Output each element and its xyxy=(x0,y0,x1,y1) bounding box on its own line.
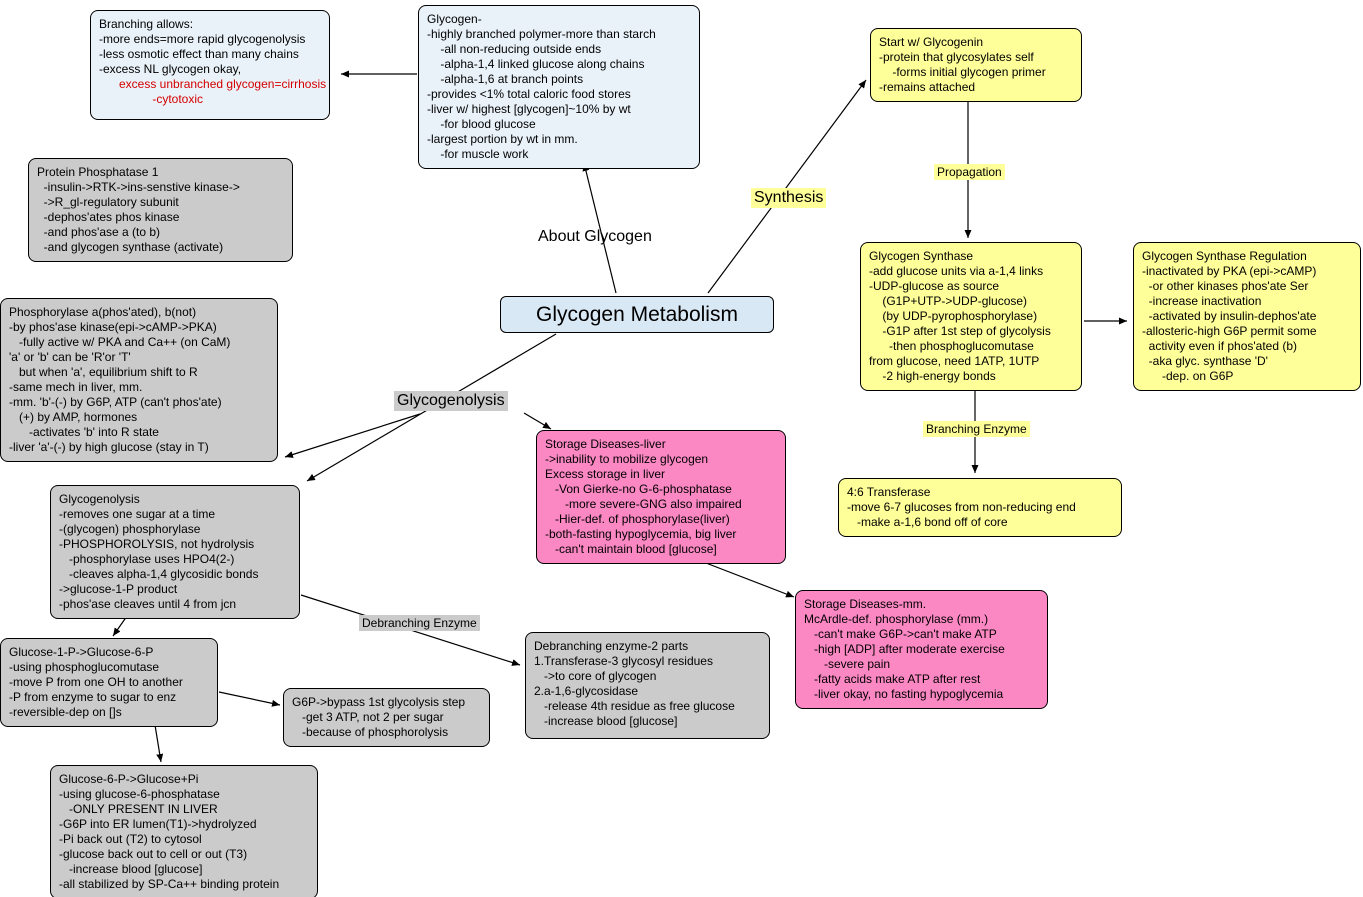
link-label-glycogenolysis[interactable]: Glycogenolysis xyxy=(394,391,508,411)
box-text: Storage Diseases-mm. McArdle-def. phosph… xyxy=(804,597,1005,701)
box-text: Phosphorylase a(phos'ated), b(not) -by p… xyxy=(9,305,231,454)
box-text: 4:6 Transferase -move 6-7 glucoses from … xyxy=(847,485,1076,529)
box-start-glycogenin[interactable]: Start w/ Glycogenin -protein that glycos… xyxy=(870,28,1082,102)
box-text: Glycogen Synthase -add glucose units via… xyxy=(869,249,1051,383)
connector-title-to-glycogenin[interactable] xyxy=(707,79,867,294)
box-text: Glycogen- -highly branched polymer-more … xyxy=(427,12,656,161)
box-g6p-to-glucose[interactable]: Glucose-6-P->Glucose+Pi -using glucose-6… xyxy=(50,765,318,897)
box-glycogen-synthase-regulation[interactable]: Glycogen Synthase Regulation -inactivate… xyxy=(1133,242,1361,391)
connector-g1p-to-bypass[interactable] xyxy=(218,691,281,707)
box-warning-text: excess unbranched glycogen=cirrhosis -cy… xyxy=(119,77,327,106)
box-glycogen-synthase[interactable]: Glycogen Synthase -add glucose units via… xyxy=(860,242,1082,391)
box-text: G6P->bypass 1st glycolysis step -get 3 A… xyxy=(292,695,466,739)
box-branching-allows[interactable]: Branching allows: -more ends=more rapid … xyxy=(90,10,330,120)
box-g1p-to-g6p[interactable]: Glucose-1-P->Glucose-6-P -using phosphog… xyxy=(0,638,218,727)
connector-glycogenolysis-to-g1p[interactable] xyxy=(112,615,128,637)
box-glycogenolysis[interactable]: Glycogenolysis -removes one sugar at a t… xyxy=(50,485,300,619)
connector-glycogenolysis-to-phosphorylase[interactable] xyxy=(284,413,421,458)
box-phosphorylase-a-b[interactable]: Phosphorylase a(phos'ated), b(not) -by p… xyxy=(0,298,278,462)
box-text: Storage Diseases-liver ->inability to mo… xyxy=(545,437,742,556)
link-label-about-glycogen[interactable]: About Glycogen xyxy=(538,228,652,245)
main-topic-title[interactable]: Glycogen Metabolism xyxy=(500,296,774,333)
box-storage-diseases-liver[interactable]: Storage Diseases-liver ->inability to mo… xyxy=(536,430,786,564)
box-text: Glucose-1-P->Glucose-6-P -using phosphog… xyxy=(9,645,183,719)
box-text: Start w/ Glycogenin -protein that glycos… xyxy=(879,35,1046,94)
box-text: Glucose-6-P->Glucose+Pi -using glucose-6… xyxy=(59,772,280,891)
box-4-6-transferase[interactable]: 4:6 Transferase -move 6-7 glucoses from … xyxy=(838,478,1122,537)
box-storage-diseases-mm[interactable]: Storage Diseases-mm. McArdle-def. phosph… xyxy=(795,590,1048,709)
box-text: Branching allows: -more ends=more rapid … xyxy=(99,17,306,76)
box-text: Protein Phosphatase 1 -insulin->RTK->ins… xyxy=(37,165,240,254)
box-protein-phosphatase-1[interactable]: Protein Phosphatase 1 -insulin->RTK->ins… xyxy=(28,158,293,262)
box-g6p-bypass[interactable]: G6P->bypass 1st glycolysis step -get 3 A… xyxy=(283,688,490,747)
link-label-synthesis[interactable]: Synthesis xyxy=(751,188,827,208)
box-text: Debranching enzyme-2 parts 1.Transferase… xyxy=(534,639,735,728)
connector-g1p-to-g6p-glucose[interactable] xyxy=(154,724,164,763)
box-glycogen[interactable]: Glycogen- -highly branched polymer-more … xyxy=(418,5,700,169)
box-debranching-enzyme[interactable]: Debranching enzyme-2 parts 1.Transferase… xyxy=(525,632,770,739)
link-label-debranching-enzyme[interactable]: Debranching Enzyme xyxy=(359,615,480,631)
box-text: Glycogen Synthase Regulation -inactivate… xyxy=(1142,249,1317,383)
link-label-branching-enzyme[interactable]: Branching Enzyme xyxy=(923,421,1030,437)
link-label-propagation[interactable]: Propagation xyxy=(934,164,1005,180)
connector-glycogenolysis-to-storage-liver[interactable] xyxy=(523,412,552,430)
box-text: Glycogenolysis -removes one sugar at a t… xyxy=(59,492,259,611)
